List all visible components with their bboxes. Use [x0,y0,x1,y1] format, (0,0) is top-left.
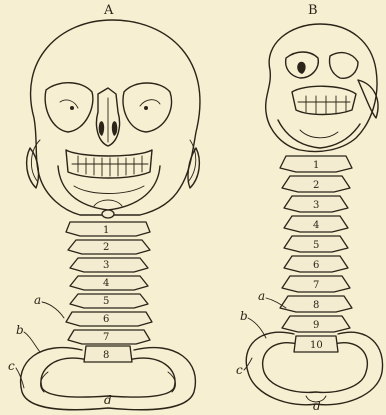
skull-tilted-view [266,24,378,152]
letter-label: b [240,309,248,323]
vertebra-label: 5 [313,240,319,251]
vertebra-label: 7 [103,332,109,343]
vertebra-label: 2 [103,242,109,253]
panel-b: B [236,3,383,413]
vertebra-label: 5 [103,296,109,307]
letter-label: b [16,323,24,337]
vertebra-label: 2 [313,180,319,191]
letter-label: a [258,289,265,303]
panel-a-label: A [103,3,114,18]
panel-a: A [8,3,200,410]
skull-front-view [27,20,200,218]
vertebra-label: 1 [103,225,109,236]
vertebra-label: 4 [313,220,319,231]
panel-b-label: B [308,3,318,18]
vertebra-label: 1 [313,160,319,171]
vertebra-label: 3 [313,200,319,211]
vertebra-label: 6 [103,314,109,325]
vertebra-label: 10 [310,340,323,351]
letter-label: a [34,293,41,307]
letter-label: d [104,393,112,407]
vertebra-label: 8 [313,300,319,311]
vertebra-label: 3 [103,260,109,271]
vertebra-label: 6 [313,260,319,271]
letter-label: c [8,359,15,373]
vertebra-numbers-a: 1 2 3 4 5 6 7 8 [103,225,109,361]
letter-label: d [313,399,321,413]
vertebra-label: 9 [313,320,319,331]
vertebra-label: 4 [103,278,109,289]
vertebra-label: 8 [103,350,109,361]
letter-label: c [236,363,243,377]
vertebra-label: 7 [313,280,319,291]
